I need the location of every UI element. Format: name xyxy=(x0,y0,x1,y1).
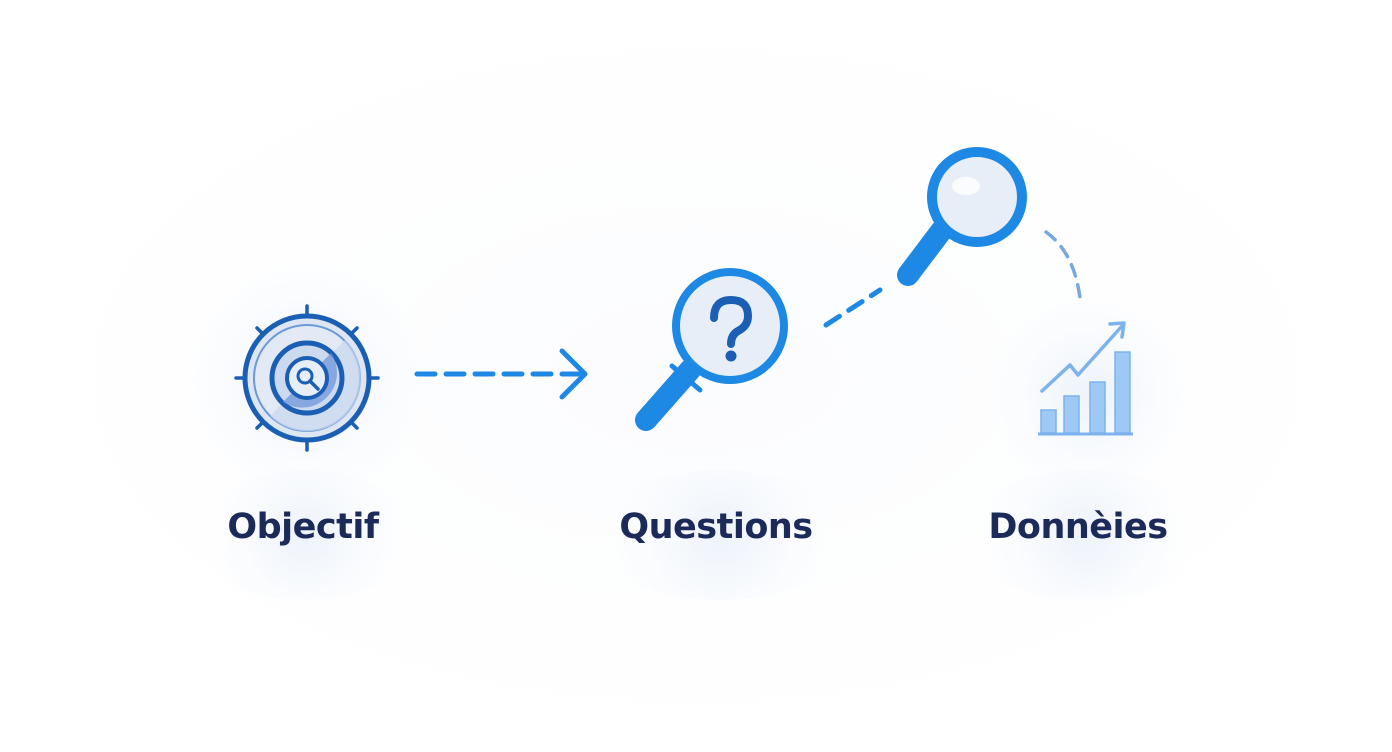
magnifying-glass-icon xyxy=(897,147,1027,286)
connector-magnifier-chart xyxy=(1044,230,1082,300)
step-label-objectif: Objectif xyxy=(227,507,379,547)
connector-questions-magnifier xyxy=(823,287,883,328)
bar-chart-growth-icon xyxy=(1038,321,1133,436)
target-search-icon xyxy=(234,304,380,452)
question-magnifier-icon xyxy=(635,268,788,431)
glow-questions-label xyxy=(590,470,850,600)
step-label-questions: Questions xyxy=(619,507,813,547)
flow-arrow-objectif-questions xyxy=(414,348,588,400)
glow-objectif-label xyxy=(190,470,420,600)
glow-donnees-label xyxy=(960,470,1210,600)
step-label-donnees: Donnèies xyxy=(988,507,1168,547)
